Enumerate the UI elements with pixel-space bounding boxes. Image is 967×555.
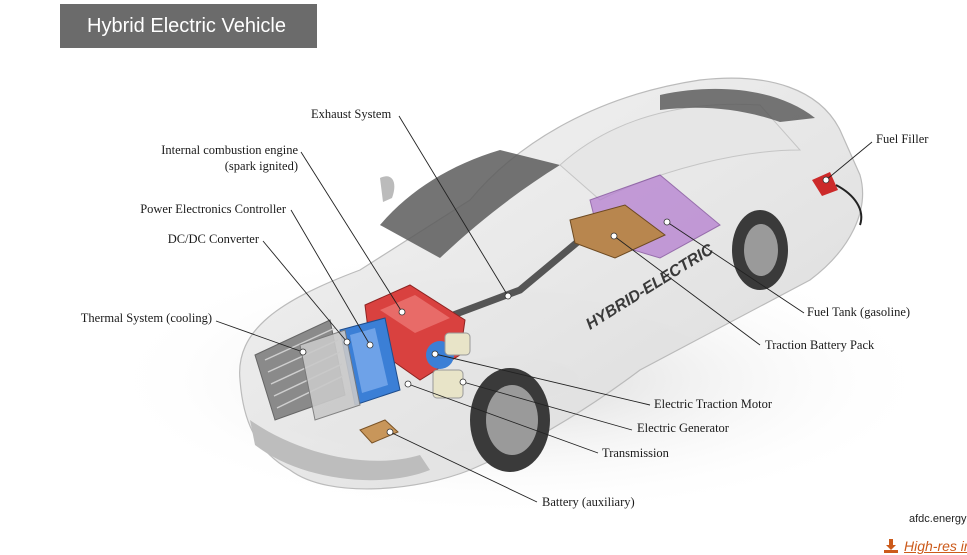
download-link[interactable]: High-res image — [883, 538, 967, 554]
label-fuel-tank: Fuel Tank (gasoline) — [807, 305, 910, 319]
fuel-nozzle — [812, 172, 863, 226]
label-fuel-filler: Fuel Filler — [876, 132, 929, 146]
label-traction-battery: Traction Battery Pack — [765, 338, 875, 352]
traction-battery — [569, 204, 666, 259]
label-dcdc-converter: DC/DC Converter — [168, 232, 260, 246]
download-icon — [884, 539, 898, 553]
label-power-electronics: Power Electronics Controller — [140, 202, 287, 216]
label-battery-aux: Battery (auxiliary) — [542, 495, 635, 509]
label-thermal-system: Thermal System (cooling) — [81, 311, 212, 325]
exhaust-pipe — [436, 236, 584, 324]
label-ice-line2: (spark ignited) — [225, 159, 298, 173]
radiator — [299, 329, 361, 421]
label-traction-motor: Electric Traction Motor — [654, 397, 773, 411]
aux-battery — [359, 419, 399, 444]
label-exhaust-system: Exhaust System — [311, 107, 391, 121]
image-credit: afdc.energy — [909, 513, 967, 525]
label-generator: Electric Generator — [637, 421, 730, 435]
download-link-text[interactable]: High-res image — [904, 538, 967, 554]
label-transmission: Transmission — [602, 446, 670, 460]
leader-lines — [215, 115, 873, 503]
label-ice-line1: Internal combustion engine — [161, 143, 298, 157]
diagram-title: Hybrid Electric Vehicle — [60, 4, 317, 48]
